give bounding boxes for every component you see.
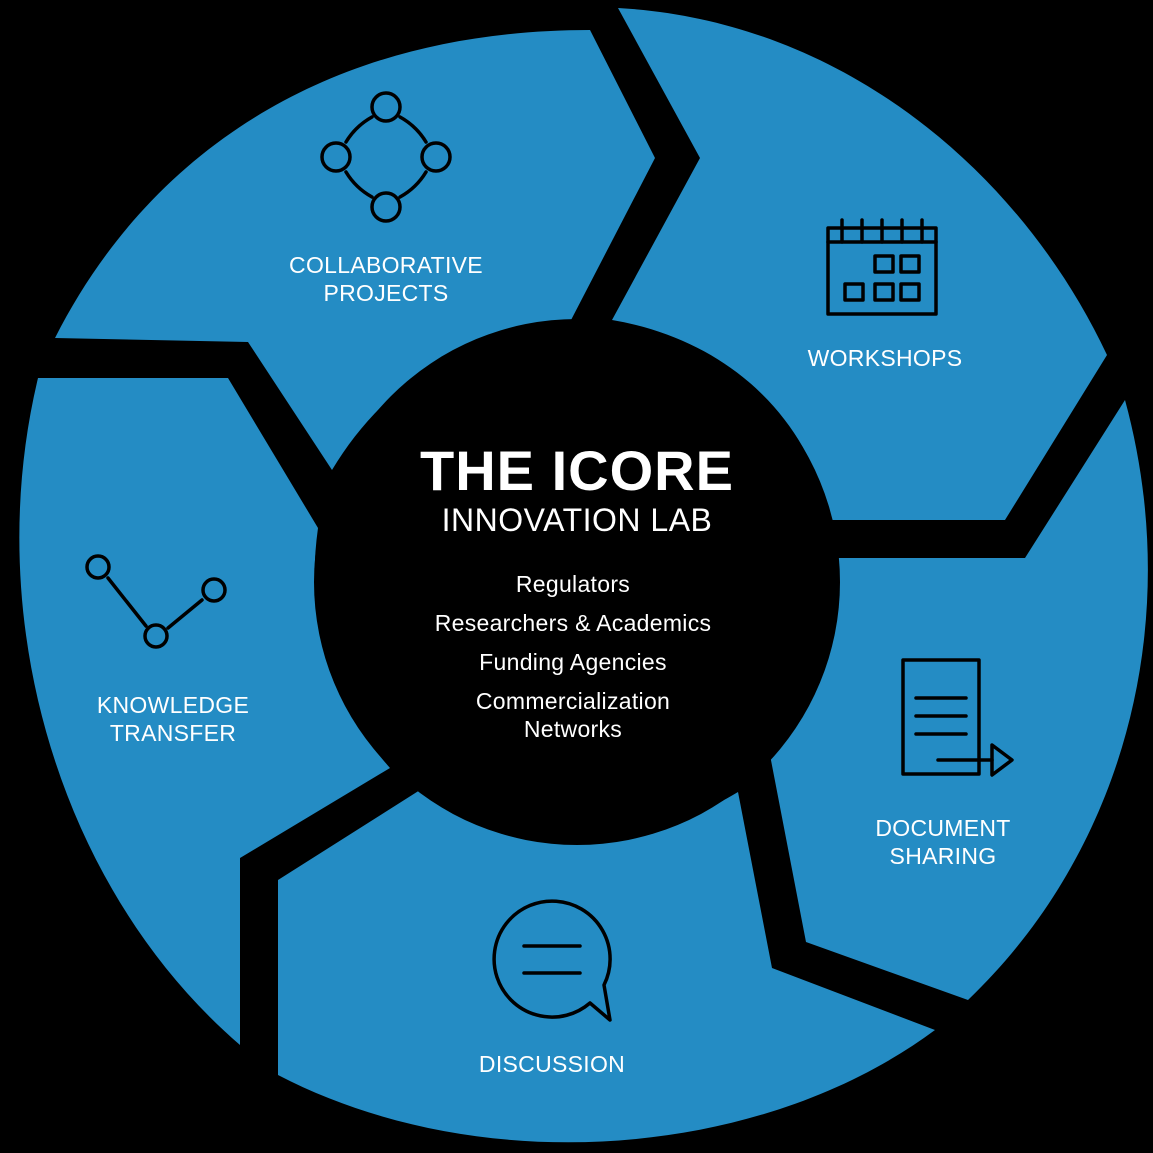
label-document-line1: DOCUMENT: [875, 815, 1010, 841]
center-circle: [314, 319, 840, 845]
segment-workshops: [612, 8, 1107, 520]
center-title: THE ICORE: [420, 439, 734, 502]
connected-path-icon: [85, 554, 227, 649]
calendar-icon: [826, 218, 938, 316]
document-send-icon: [901, 658, 1014, 777]
center-subtitle: INNOVATION LAB: [442, 502, 713, 538]
label-collaborative-line2: PROJECTS: [323, 280, 448, 306]
stakeholder-researchers: Researchers & Academics: [435, 610, 712, 636]
stakeholder-networks: Networks: [524, 716, 622, 742]
segment-shape-workshops: [612, 8, 1107, 520]
segment-shape-collaborative: [55, 30, 655, 470]
segment-document-sharing: [770, 400, 1148, 1000]
segment-collaborative-projects: [55, 30, 655, 470]
label-workshops: WORKSHOPS: [808, 345, 963, 371]
label-collaborative-line1: COLLABORATIVE: [289, 252, 483, 278]
segment-discussion: [278, 790, 935, 1143]
label-document-line2: SHARING: [890, 843, 997, 869]
speech-bubble-icon: [492, 899, 612, 1022]
stakeholder-regulators: Regulators: [516, 571, 630, 597]
label-knowledge-line2: TRANSFER: [110, 720, 236, 746]
network-nodes-icon: [320, 91, 452, 223]
label-knowledge-line1: KNOWLEDGE: [97, 692, 249, 718]
segment-shape-knowledge: [19, 378, 390, 1045]
stakeholder-commercialization: Commercialization: [476, 688, 670, 714]
segment-shape-discussion: [278, 790, 935, 1143]
stakeholder-funding: Funding Agencies: [479, 649, 667, 675]
segment-shape-document: [770, 400, 1148, 1000]
label-discussion: DISCUSSION: [479, 1051, 625, 1077]
segment-knowledge-transfer: [19, 378, 390, 1045]
